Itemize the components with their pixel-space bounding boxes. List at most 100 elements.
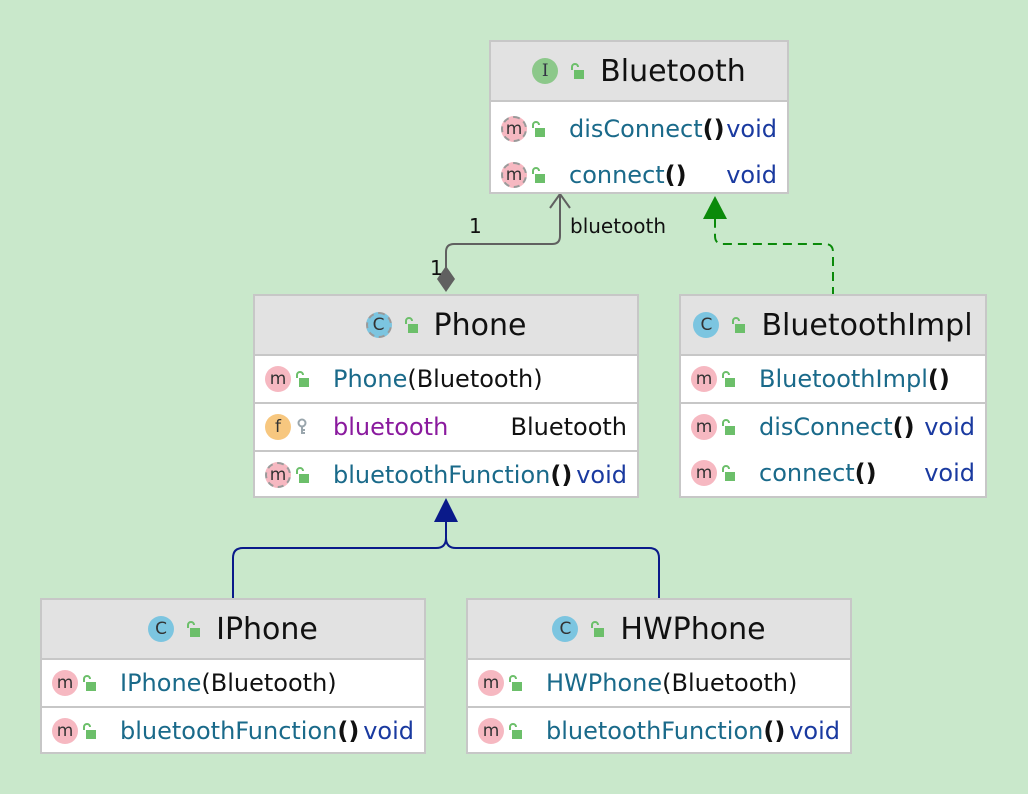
method-name: bluetoothFunction() (546, 717, 786, 745)
constructor-row[interactable]: m Phone(Bluetooth) (255, 356, 637, 402)
methods-section: m bluetoothFunction() void (255, 450, 637, 498)
method-icon: m (691, 366, 717, 392)
unlock-icon (532, 167, 545, 183)
method-row[interactable]: m bluetoothFunction() void (42, 708, 424, 754)
return-type: void (726, 115, 777, 143)
abstract-method-icon: m (501, 116, 527, 142)
class-icon: C (552, 616, 579, 642)
constructor-name: HWPhone(Bluetooth) (546, 669, 798, 697)
methods-section: m disConnect() void m connect() void (491, 102, 787, 202)
method-name: disConnect() (569, 115, 725, 143)
class-box-hwphone[interactable]: C HWPhone m HWPhone(Bluetooth) m bluetoo… (466, 598, 852, 754)
abstract-method-icon: m (265, 462, 291, 488)
class-header: C Phone (255, 296, 637, 356)
return-type: void (924, 459, 975, 487)
method-row[interactable]: m connect() void (681, 450, 985, 496)
class-title: Phone (433, 307, 527, 343)
unlock-icon (722, 465, 735, 481)
unlock-icon (296, 467, 309, 483)
abstract-class-icon: C (365, 312, 392, 338)
class-box-bluetoothimpl[interactable]: C BluetoothImpl m BluetoothImpl() m disC… (679, 294, 987, 498)
return-type: void (576, 461, 627, 489)
unlock-icon (532, 121, 545, 137)
inheritance-line-hwphone (445, 520, 660, 598)
constructor-row[interactable]: m BluetoothImpl() (681, 356, 985, 402)
class-header: I Bluetooth (491, 42, 787, 102)
class-icon: C (693, 312, 720, 338)
class-box-iphone[interactable]: C IPhone m IPhone(Bluetooth) m bluetooth… (40, 598, 426, 754)
method-name: disConnect() (759, 413, 915, 441)
constructor-section: m BluetoothImpl() (681, 356, 985, 402)
constructor-name: BluetoothImpl() (759, 365, 950, 393)
method-icon: m (691, 460, 717, 486)
method-name: bluetoothFunction() (333, 461, 573, 489)
unlock-icon (187, 621, 201, 637)
class-box-bluetooth[interactable]: I Bluetooth m disConnect() void m connec… (489, 40, 789, 194)
methods-section: m bluetoothFunction() void (468, 706, 850, 754)
method-name: bluetoothFunction() (120, 717, 360, 745)
unlock-icon (571, 63, 585, 79)
methods-section: m disConnect() void m connect() void (681, 402, 985, 496)
method-icon: m (691, 414, 717, 440)
fields-section: f bluetooth Bluetooth (255, 402, 637, 450)
navigation-arrowhead (549, 192, 571, 209)
return-type: void (924, 413, 975, 441)
constructor-section: m HWPhone(Bluetooth) (468, 660, 850, 706)
abstract-method-icon: m (501, 162, 527, 188)
constructor-section: m IPhone(Bluetooth) (42, 660, 424, 706)
class-box-phone[interactable]: C Phone m Phone(Bluetooth) f bluetooth B… (253, 294, 639, 498)
constructor-section: m Phone(Bluetooth) (255, 356, 637, 402)
key-icon (297, 418, 307, 434)
unlock-icon (404, 317, 418, 333)
method-icon: m (52, 670, 78, 696)
unlock-icon (732, 317, 746, 333)
unlock-icon (722, 419, 735, 435)
unlock-icon (296, 371, 309, 387)
unlock-icon (509, 723, 522, 739)
composition-line (445, 196, 561, 268)
constructor-name: Phone(Bluetooth) (333, 365, 543, 393)
field-type: Bluetooth (510, 413, 627, 441)
field-row[interactable]: f bluetooth Bluetooth (255, 404, 637, 450)
method-name: connect() (569, 161, 687, 189)
realization-line (714, 214, 834, 296)
unlock-icon (591, 621, 605, 637)
unlock-icon (83, 723, 96, 739)
method-row[interactable]: m bluetoothFunction() void (468, 708, 850, 754)
unlock-icon (83, 675, 96, 691)
role-label: bluetooth (570, 214, 667, 238)
method-icon: m (478, 718, 504, 744)
class-title: Bluetooth (600, 53, 746, 89)
class-title: IPhone (216, 611, 318, 647)
realization-arrowhead (703, 196, 727, 219)
method-icon: m (265, 366, 291, 392)
class-header: C BluetoothImpl (681, 296, 985, 356)
methods-section: m bluetoothFunction() void (42, 706, 424, 754)
constructor-row[interactable]: m IPhone(Bluetooth) (42, 660, 424, 706)
class-title: BluetoothImpl (761, 307, 973, 343)
method-row[interactable]: m disConnect() void (681, 404, 985, 450)
method-row[interactable]: m disConnect() void (491, 106, 787, 152)
method-row[interactable]: m bluetoothFunction() void (255, 452, 637, 498)
unlock-icon (509, 675, 522, 691)
inheritance-line-iphone (232, 520, 447, 598)
return-type: void (363, 717, 414, 745)
interface-icon: I (532, 58, 559, 84)
class-title: HWPhone (620, 611, 766, 647)
source-multiplicity: 1 (430, 256, 443, 280)
unlock-icon (722, 371, 735, 387)
class-icon: C (148, 616, 175, 642)
class-header: C IPhone (42, 600, 424, 660)
field-icon: f (265, 414, 291, 440)
target-multiplicity: 1 (469, 214, 482, 238)
field-name: bluetooth (333, 413, 449, 441)
constructor-row[interactable]: m HWPhone(Bluetooth) (468, 660, 850, 706)
method-row[interactable]: m connect() void (491, 152, 787, 198)
method-icon: m (478, 670, 504, 696)
constructor-name: IPhone(Bluetooth) (120, 669, 337, 697)
return-type: void (789, 717, 840, 745)
composition-diamond (437, 266, 455, 292)
inheritance-arrowhead (434, 498, 458, 522)
method-icon: m (52, 718, 78, 744)
